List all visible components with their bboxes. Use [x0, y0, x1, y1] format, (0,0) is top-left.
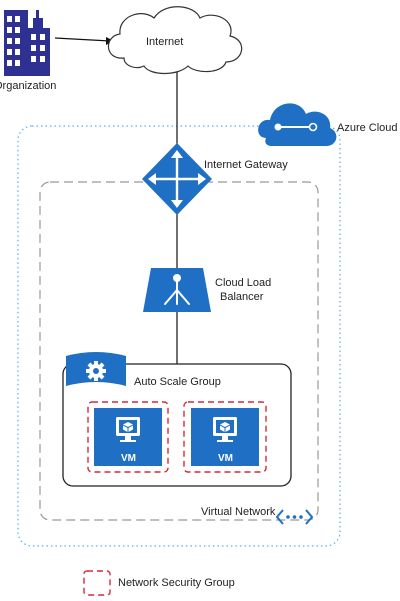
building-icon — [4, 10, 50, 76]
connector-org-internet — [54, 37, 111, 42]
load-balancer-label-2: Balancer — [220, 291, 264, 303]
gateway-icon — [142, 143, 212, 215]
auto-scale-group-label: Auto Scale Group — [134, 376, 221, 388]
legend-nsg-label: Network Security Group — [118, 577, 235, 589]
legend-nsg-swatch — [83, 570, 111, 596]
azure-cloud-label: Azure Cloud — [337, 122, 398, 134]
azure-cloud-icon — [258, 103, 337, 146]
vnet-icon — [275, 509, 314, 525]
nsg-boundary-vm1 — [87, 401, 169, 473]
internet-label: Internet — [146, 36, 183, 48]
internet-gateway-label: Internet Gateway — [204, 159, 288, 171]
nsg-boundary-vm2 — [183, 401, 267, 473]
organization-label: Organization — [0, 80, 56, 92]
load-balancer-label-1: Cloud Load — [215, 277, 271, 289]
gear-icon — [66, 352, 126, 386]
load-balancer-icon — [143, 268, 211, 312]
vm1-label: VM — [121, 453, 136, 464]
cloud-icon — [107, 6, 243, 75]
monitor-icon — [116, 417, 140, 442]
virtual-network-label: Virtual Network — [201, 506, 276, 518]
monitor-icon — [213, 417, 237, 442]
vm2-label: VM — [218, 453, 233, 464]
